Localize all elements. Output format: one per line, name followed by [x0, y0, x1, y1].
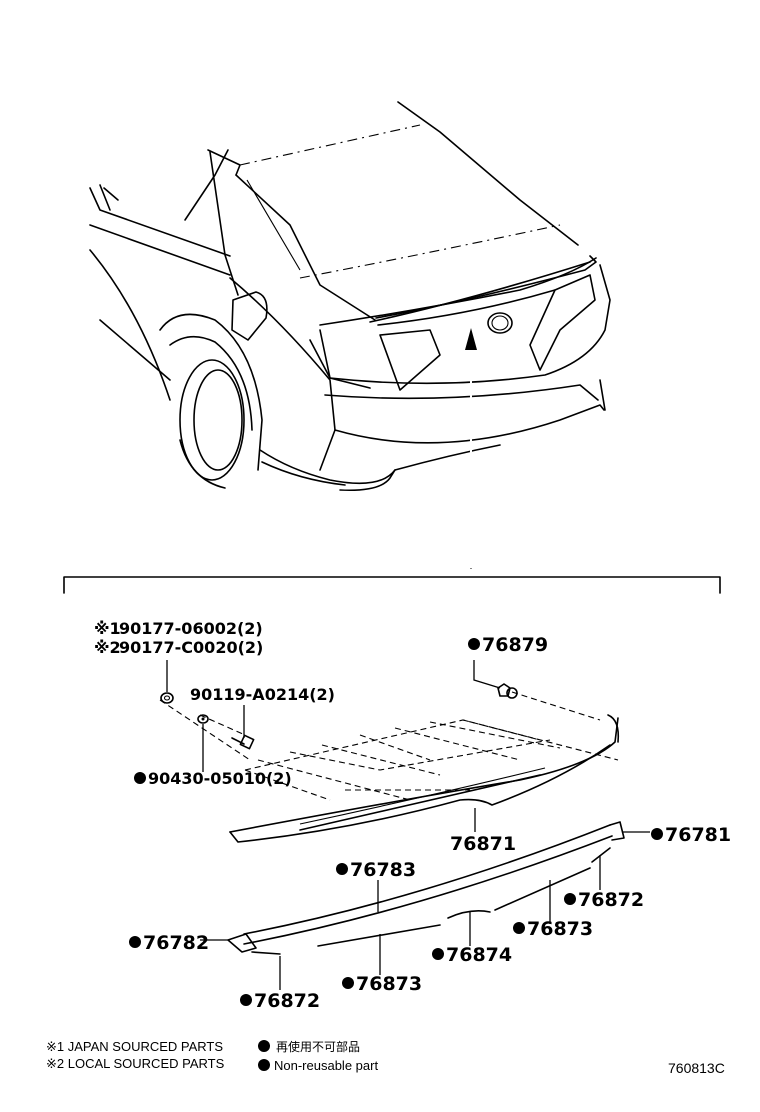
bullet-icon [134, 772, 146, 784]
legend-note-2: ※2 LOCAL SOURCED PARTS [46, 1056, 225, 1071]
callout-76873-left: 76873 [356, 973, 422, 995]
callout-76783: 76783 [350, 859, 416, 881]
figure-code: 760813C [668, 1060, 725, 1076]
bullet-icon [258, 1059, 270, 1071]
callout-90119: 90119-A0214(2) [190, 685, 335, 704]
detail-bracket [63, 576, 721, 594]
callout-labels: ※1 90177-06002(2) ※2 90177-C0020(2) 9011… [94, 619, 731, 1012]
callout-90177-06002: 90177-06002(2) [119, 619, 263, 638]
bullet-icon [513, 922, 525, 934]
clip-icon [160, 692, 174, 704]
ref-mark-2: ※2 [94, 638, 121, 657]
bullet-icon [468, 638, 480, 650]
callout-90430: 90430-05010(2) [148, 769, 292, 788]
grommet-icon [497, 683, 518, 699]
callout-76782: 76782 [143, 932, 209, 954]
bullet-icon [240, 994, 252, 1006]
spoiler-assembly-drawing [159, 683, 625, 955]
callout-76879: 76879 [482, 634, 548, 656]
reference-arrow [465, 328, 477, 569]
callout-76873-right: 76873 [527, 918, 593, 940]
bullet-icon [651, 828, 663, 840]
callout-76874: 76874 [446, 944, 512, 966]
callout-76872-left: 76872 [254, 990, 320, 1012]
legend-bullet-jp: 再使用不可部品 [276, 1039, 360, 1054]
bullet-icon [258, 1040, 270, 1052]
bullet-icon [336, 863, 348, 875]
callout-76871: 76871 [450, 833, 516, 855]
nut-icon [197, 714, 209, 724]
bullet-icon [432, 948, 444, 960]
car-rear-illustration [89, 101, 611, 492]
legend-note-1: ※1 JAPAN SOURCED PARTS [46, 1039, 223, 1054]
bullet-icon [342, 977, 354, 989]
bolt-icon [231, 734, 255, 750]
leader-lines [166, 660, 650, 990]
legend: ※1 JAPAN SOURCED PARTS ※2 LOCAL SOURCED … [46, 1039, 378, 1073]
callout-76872-right: 76872 [578, 889, 644, 911]
ref-mark-1: ※1 [94, 619, 121, 638]
bullet-icon [129, 936, 141, 948]
callout-76781: 76781 [665, 824, 731, 846]
callout-90177-c0020: 90177-C0020(2) [119, 638, 263, 657]
legend-bullet-en: Non-reusable part [274, 1058, 378, 1073]
bullet-icon [564, 893, 576, 905]
